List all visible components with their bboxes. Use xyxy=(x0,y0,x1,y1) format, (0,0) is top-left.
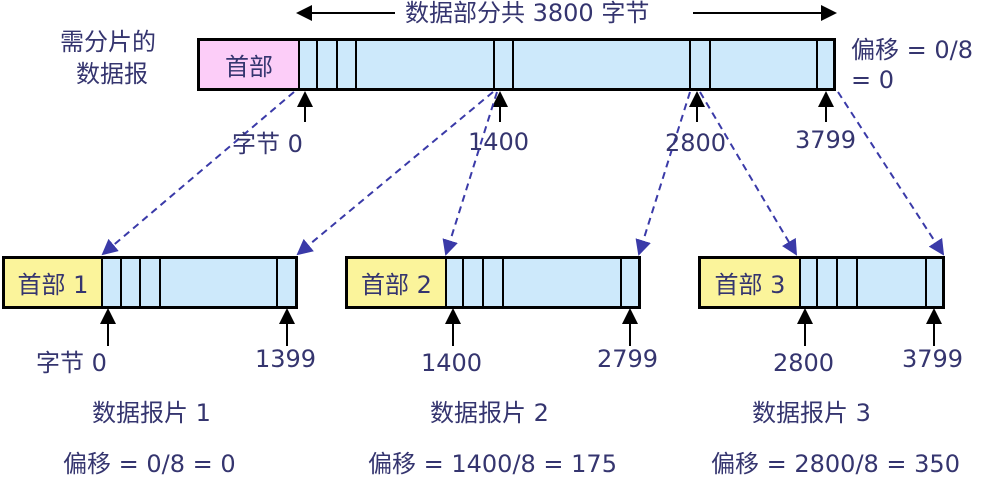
segment-divider xyxy=(316,41,318,88)
fragment-2-header: 首部 2 xyxy=(348,259,447,306)
segment-divider xyxy=(512,41,514,88)
segment-divider xyxy=(856,259,858,306)
fragment-1-start-label: 字节 0 xyxy=(36,349,107,377)
segment-divider xyxy=(139,259,141,306)
fragment-2-end-label: 2799 xyxy=(597,345,659,373)
data-length-label: 数据部分共 3800 字节 xyxy=(405,0,650,27)
segment-divider xyxy=(620,259,622,306)
segment-divider xyxy=(276,259,278,306)
fragment-3: 首部 3 xyxy=(698,256,945,309)
marker-byte-3799: 3799 xyxy=(795,126,857,154)
marker-byte-0: 字节 0 xyxy=(232,130,303,158)
fragment-3-header-label: 首部 3 xyxy=(714,271,786,299)
fragment-2-header-label: 首部 2 xyxy=(361,271,432,299)
segment-divider xyxy=(482,259,484,306)
segment-divider xyxy=(493,41,495,88)
original-offset-line1: 偏移 = 0/8 xyxy=(851,36,973,64)
fragment-2-start-label: 1400 xyxy=(421,349,483,377)
original-header-label: 首部 xyxy=(225,53,273,81)
fragment-2: 首部 2 xyxy=(345,256,641,309)
fragment-2-offset: 偏移 = 1400/8 = 175 xyxy=(368,450,617,478)
segment-divider xyxy=(462,259,464,306)
original-datagram-label-line1: 需分片的 xyxy=(60,28,156,56)
segment-divider xyxy=(502,259,504,306)
fragment-3-name: 数据报片 3 xyxy=(752,399,871,427)
segment-divider xyxy=(709,41,711,88)
fragment-3-offset: 偏移 = 2800/8 = 350 xyxy=(711,450,960,478)
fragment-3-header: 首部 3 xyxy=(701,259,801,306)
segment-divider xyxy=(925,259,927,306)
fragment-2-name: 数据报片 2 xyxy=(430,399,549,427)
segment-divider xyxy=(836,259,838,306)
marker-byte-1400: 1400 xyxy=(468,128,530,156)
segment-divider xyxy=(816,41,818,88)
fragment-1: 首部 1 xyxy=(2,256,298,309)
fragment-1-name: 数据报片 1 xyxy=(92,399,211,427)
original-datagram: 首部 xyxy=(197,38,836,91)
segment-divider xyxy=(355,41,357,88)
segment-divider xyxy=(336,41,338,88)
segment-divider xyxy=(120,259,122,306)
fragment-1-header: 首部 1 xyxy=(5,259,103,306)
fragment-1-header-label: 首部 1 xyxy=(17,271,89,299)
original-header: 首部 xyxy=(200,41,300,88)
segment-divider xyxy=(159,259,161,306)
original-datagram-label-line2: 数据报 xyxy=(76,60,148,88)
fragment-1-offset: 偏移 = 0/8 = 0 xyxy=(63,450,236,478)
segment-divider xyxy=(689,41,691,88)
fragment-1-end-label: 1399 xyxy=(255,345,317,373)
original-offset-line2: = 0 xyxy=(851,66,895,94)
fragment-3-end-label: 3799 xyxy=(902,345,964,373)
marker-byte-2800: 2800 xyxy=(665,129,727,157)
segment-divider xyxy=(816,259,818,306)
fragment-3-start-label: 2800 xyxy=(773,349,835,377)
